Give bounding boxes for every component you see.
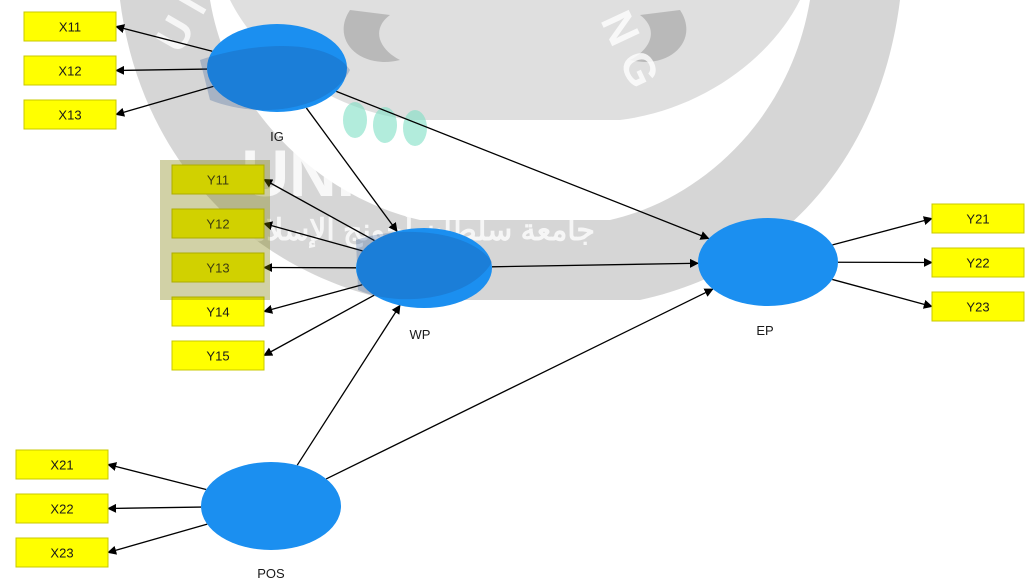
- latent-label: IG: [270, 129, 284, 144]
- indicator-y12[interactable]: Y12: [171, 208, 265, 239]
- watermark-tint-indicators: [160, 160, 270, 300]
- indicator-y15[interactable]: Y15: [171, 340, 265, 371]
- loading-arrow-x13: [115, 85, 214, 117]
- indicator-y13[interactable]: Y13: [171, 252, 265, 283]
- loading-arrow-y21: [832, 216, 933, 246]
- latent-label: EP: [756, 323, 773, 338]
- indicator-label: Y23: [966, 300, 989, 315]
- path-arrow-ig-ep: [336, 90, 710, 240]
- indicator-y14[interactable]: Y14: [171, 296, 265, 327]
- loading-arrow-x21: [107, 462, 207, 491]
- indicator-box[interactable]: [23, 55, 117, 86]
- indicator-x21[interactable]: X21: [15, 449, 109, 480]
- indicator-x23[interactable]: X23: [15, 537, 109, 568]
- indicator-label: Y14: [206, 305, 229, 320]
- indicator-y11[interactable]: Y11: [171, 164, 265, 195]
- indicator-label: Y11: [207, 173, 229, 188]
- watermark-swirls: [343, 10, 687, 62]
- watermark-band: [120, 0, 900, 300]
- indicator-y22[interactable]: Y22: [931, 247, 1025, 278]
- latent-wp[interactable]: WP: [356, 228, 492, 342]
- indicator-y21[interactable]: Y21: [931, 203, 1025, 234]
- latent-variables: IG WP EP POS: [201, 24, 838, 581]
- indicator-label: X12: [58, 64, 81, 79]
- indicator-box[interactable]: [171, 208, 265, 239]
- indicator-label: Y21: [966, 212, 989, 227]
- indicator-label: Y12: [206, 217, 229, 232]
- path-arrow-pos-ep: [325, 288, 714, 480]
- indicator-box[interactable]: [23, 11, 117, 42]
- indicator-box[interactable]: [171, 296, 265, 327]
- indicator-label: X11: [59, 20, 81, 35]
- watermark-leaf: [403, 110, 427, 146]
- indicator-label: X13: [58, 108, 81, 123]
- indicator-box[interactable]: [171, 252, 265, 283]
- indicator-label: Y22: [966, 256, 989, 271]
- indicator-x12[interactable]: X12: [23, 55, 117, 86]
- watermark-emblem: [230, 0, 800, 120]
- indicator-label: X23: [50, 546, 73, 561]
- loading-arrow-x22: [107, 503, 202, 513]
- indicator-box[interactable]: [15, 449, 109, 480]
- latent-label: POS: [257, 566, 285, 581]
- indicator-box[interactable]: [15, 493, 109, 524]
- indicator-box[interactable]: [171, 164, 265, 195]
- watermark-leaf: [343, 102, 367, 138]
- loading-arrow-y15: [263, 294, 375, 357]
- watermark-tint-wp: [356, 231, 492, 300]
- indicator-box[interactable]: [171, 340, 265, 371]
- latent-ellipse[interactable]: [207, 24, 347, 112]
- loading-arrow-x23: [107, 523, 208, 555]
- loading-arrow-y12: [263, 221, 363, 252]
- indicator-label: Y13: [206, 261, 229, 276]
- watermark-leaf: [373, 107, 397, 143]
- latent-ellipse[interactable]: [201, 462, 341, 550]
- latent-ep[interactable]: EP: [698, 218, 838, 338]
- indicator-x22[interactable]: X22: [15, 493, 109, 524]
- indicator-box[interactable]: [931, 291, 1025, 322]
- indicator-x13[interactable]: X13: [23, 99, 117, 130]
- indicator-label: X22: [50, 502, 73, 517]
- latent-ellipse[interactable]: [356, 228, 492, 308]
- indicator-box[interactable]: [931, 247, 1025, 278]
- loading-arrow-y11: [263, 178, 375, 242]
- edges: [107, 24, 933, 555]
- latent-ellipse[interactable]: [698, 218, 838, 306]
- watermark-tint-ig: [200, 46, 350, 110]
- indicator-label: X21: [50, 458, 73, 473]
- indicator-label: Y15: [206, 349, 229, 364]
- path-arrow-pos-wp: [296, 304, 401, 466]
- path-arrow-ig-wp: [305, 107, 398, 233]
- latent-pos[interactable]: POS: [201, 462, 341, 581]
- watermark-overlay: [160, 46, 492, 300]
- indicator-box[interactable]: [23, 99, 117, 130]
- indicator-x11[interactable]: X11: [23, 11, 117, 42]
- watermark-title: UNISSULA: [241, 136, 578, 210]
- loading-arrow-x12: [115, 65, 208, 75]
- indicator-y23[interactable]: Y23: [931, 291, 1025, 322]
- indicator-box[interactable]: [15, 537, 109, 568]
- path-arrow-wp-ep: [491, 258, 699, 268]
- latent-ig[interactable]: IG: [207, 24, 347, 144]
- latent-label: WP: [410, 327, 431, 342]
- indicator-box[interactable]: [931, 203, 1025, 234]
- loading-arrow-y14: [263, 284, 363, 314]
- loading-arrow-y23: [832, 278, 933, 309]
- loading-arrow-x11: [115, 24, 213, 52]
